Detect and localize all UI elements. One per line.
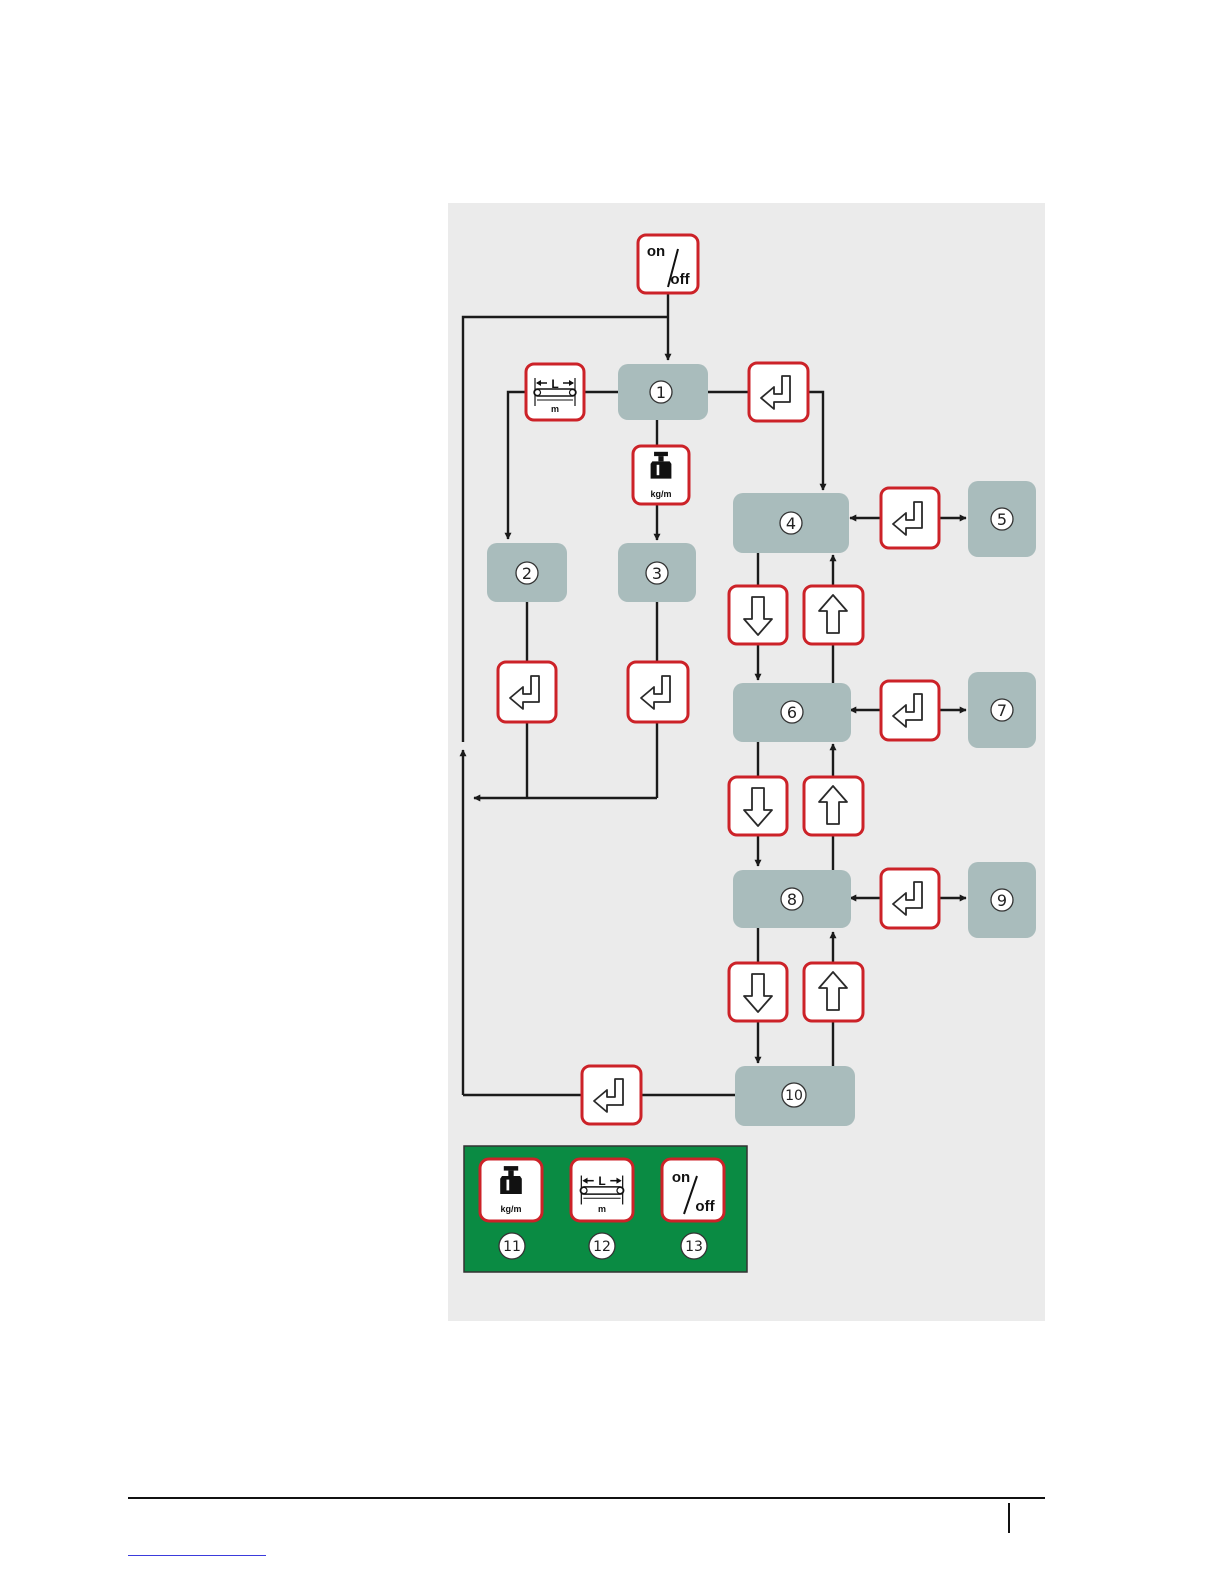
node-7: 7 (968, 672, 1036, 748)
node-4-label: 4 (786, 514, 796, 533)
legend-label-13: 13 (685, 1239, 703, 1255)
legend-label-11: 11 (503, 1239, 521, 1255)
enter-button-6 (881, 681, 939, 740)
node-10-label: 10 (785, 1088, 803, 1104)
length-button-top: L (551, 377, 558, 391)
node-5-label: 5 (997, 510, 1007, 529)
legend-length-top: L (598, 1174, 605, 1188)
node-8-label: 8 (787, 890, 797, 909)
legend-onoff-on: on (672, 1169, 690, 1186)
node-1: 1 (618, 364, 708, 420)
onoff-top-off: off (670, 271, 690, 288)
up-button-3 (804, 963, 863, 1021)
enter-button-8 (881, 869, 939, 928)
legend-length-bottom: m (598, 1204, 606, 1214)
node-5: 5 (968, 481, 1036, 557)
node-2: 2 (487, 543, 567, 602)
weight-button-unit: kg/m (650, 489, 671, 499)
node-6: 6 (733, 683, 851, 742)
footer-rule (128, 1497, 1045, 1499)
footer-page-separator (1008, 1503, 1010, 1533)
legend-label-12: 12 (593, 1239, 611, 1255)
node-3: 3 (618, 543, 696, 602)
onoff-top-on: on (647, 243, 665, 260)
up-button-2 (804, 777, 863, 835)
onoff-button-top: on off (638, 235, 698, 293)
down-button-1 (729, 586, 787, 644)
node-7-label: 7 (997, 701, 1007, 720)
enter-button-1 (749, 363, 808, 421)
enter-button-4 (881, 488, 939, 548)
node-10: 10 (735, 1066, 855, 1126)
enter-button-10 (582, 1066, 641, 1124)
down-button-2 (729, 777, 787, 835)
footer-link-underline[interactable] (128, 1555, 266, 1556)
node-8: 8 (733, 870, 851, 928)
enter-button-3 (628, 662, 688, 722)
legend-onoff-off: off (695, 1198, 715, 1215)
legend-weight-unit: kg/m (500, 1204, 521, 1214)
down-button-3 (729, 963, 787, 1021)
node-4: 4 (733, 493, 849, 553)
node-9: 9 (968, 862, 1036, 938)
node-1-label: 1 (656, 383, 666, 402)
node-3-label: 3 (652, 564, 662, 583)
length-button: L m (526, 364, 584, 420)
node-9-label: 9 (997, 891, 1007, 910)
node-2-label: 2 (522, 564, 532, 583)
weight-button: kg/m (633, 446, 689, 504)
node-6-label: 6 (787, 703, 797, 722)
enter-button-2 (498, 662, 556, 722)
legend-panel: kg/m 11 L m 12 on off 13 (464, 1146, 747, 1272)
length-button-bottom: m (551, 404, 559, 414)
up-button-1 (804, 586, 863, 644)
